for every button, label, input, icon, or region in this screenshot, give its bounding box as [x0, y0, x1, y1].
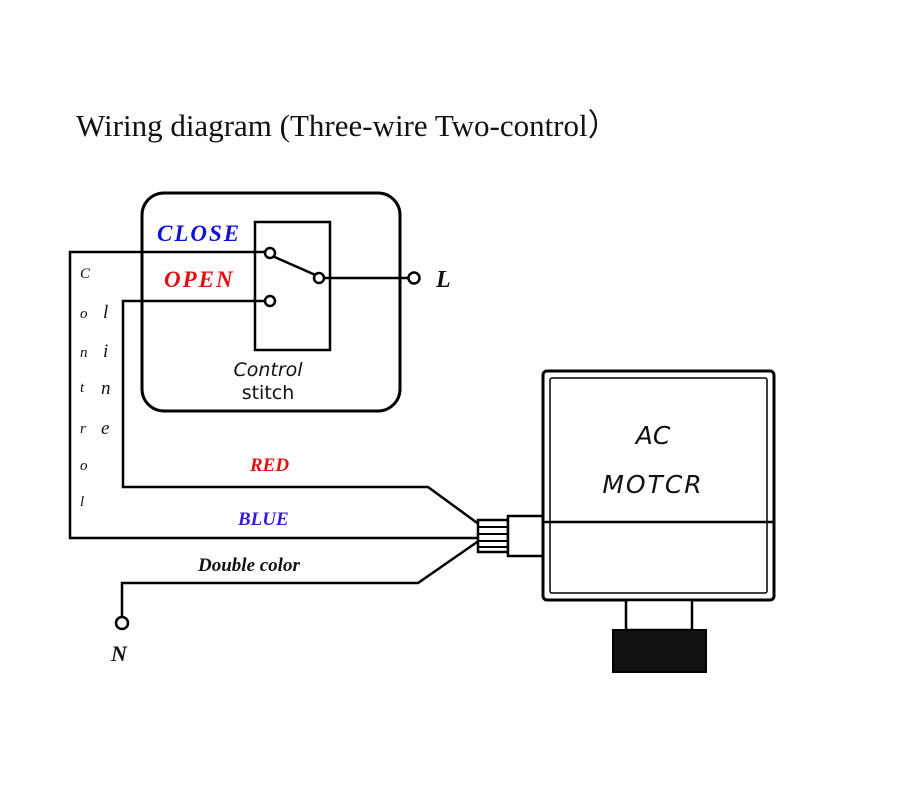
- neutral-label: N: [110, 641, 128, 666]
- control-letter: C: [80, 266, 91, 282]
- control-letter: o: [80, 458, 88, 474]
- neutral-terminal: [114, 615, 130, 631]
- connector-plug: [476, 514, 546, 558]
- line-letter: n: [101, 378, 111, 399]
- switch-body: [253, 220, 332, 352]
- diagram-title: Wiring diagram (Three-wire Two-control）: [76, 108, 619, 143]
- neutral-wire: [120, 538, 481, 616]
- line-letter: e: [101, 418, 109, 439]
- control-letter: t: [80, 380, 85, 396]
- live-terminal: [407, 271, 421, 285]
- control-letter: n: [80, 345, 88, 361]
- line-letter: i: [103, 341, 108, 362]
- switch-caption-line1: Control: [233, 359, 303, 381]
- ac-motor: AC MOTCR: [541, 369, 776, 673]
- control-letter: r: [80, 421, 86, 437]
- switch-lever: [269, 253, 321, 279]
- open-contact: [263, 294, 277, 308]
- control-letter: l: [80, 494, 84, 510]
- line-vertical-label: l i n e: [101, 302, 111, 439]
- motor-base: [612, 629, 707, 673]
- control-wire: [68, 250, 480, 540]
- close-contact: [263, 246, 277, 260]
- live-terminal-label: L: [435, 267, 451, 293]
- line-wire: [121, 299, 481, 527]
- line-letter: l: [103, 302, 108, 323]
- common-contact: [312, 271, 326, 285]
- double-color-wire-label: Double color: [197, 555, 300, 576]
- control-vertical-label: C o n t r o l: [80, 266, 91, 510]
- red-wire-label: RED: [249, 455, 289, 476]
- open-label: OPEN: [164, 267, 235, 292]
- control-letter: o: [80, 306, 88, 322]
- blue-wire-label: BLUE: [237, 509, 289, 530]
- close-label: CLOSE: [157, 221, 241, 246]
- switch-caption-line2: stitch: [242, 382, 295, 404]
- motor-neck: [624, 598, 694, 632]
- motor-label-line1: AC: [634, 421, 671, 450]
- motor-inner-outline: [549, 377, 768, 594]
- motor-label-line2: MOTCR: [602, 470, 703, 499]
